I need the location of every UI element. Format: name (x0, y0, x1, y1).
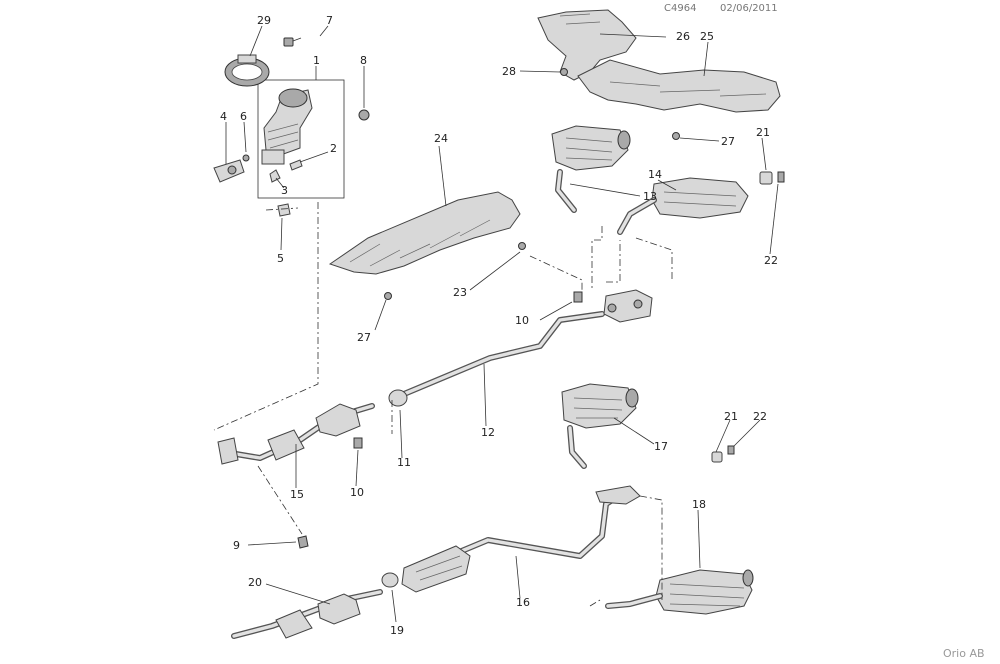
callout-5: 5 (277, 252, 284, 265)
lower-pipe-clamp-part (381, 572, 399, 588)
shield-nut-part-2 (518, 242, 526, 250)
center-heat-shield (328, 191, 526, 300)
shield-nut-part (384, 292, 392, 300)
callout-7: 7 (326, 14, 333, 27)
gasket-part (297, 535, 309, 549)
pipe-clamp-part (388, 389, 408, 407)
callout-14: 14 (648, 168, 662, 181)
callout-22-upper: 22 (764, 254, 778, 267)
leader-lines (225, 25, 779, 623)
callout-27-left: 27 (357, 331, 371, 344)
callout-12: 12 (481, 426, 495, 439)
footer-brand: Orio AB (943, 647, 985, 660)
support-bracket-part (277, 203, 291, 217)
pipe-hanger-part (573, 291, 583, 303)
lower-front-silencer (561, 383, 735, 469)
callout-24: 24 (434, 132, 448, 145)
lower-pipe-system (231, 485, 641, 639)
callout-29: 29 (257, 14, 271, 27)
callout-13: 13 (643, 190, 657, 203)
mid-pipe-assembly (388, 289, 653, 407)
flange-gasket-part (213, 154, 250, 183)
callout-1: 1 (313, 54, 320, 67)
callout-numbers: 29 7 1 8 2 4 6 3 5 24 23 27 10 12 11 10 … (220, 14, 778, 637)
callout-2: 2 (330, 142, 337, 155)
assembly-bracket-box (257, 79, 345, 199)
rubber-hanger-part (759, 171, 773, 185)
upper-rear-silencer (551, 125, 785, 235)
callout-10-upper: 10 (515, 314, 529, 327)
bracket-axis (265, 207, 299, 211)
callout-22-lower: 22 (753, 410, 767, 423)
callout-23: 23 (453, 286, 467, 299)
lower-rear-silencer (605, 569, 754, 615)
callout-20: 20 (248, 576, 262, 589)
callout-9: 9 (233, 539, 240, 552)
callout-10-lower: 10 (350, 486, 364, 499)
callout-26: 26 (676, 30, 690, 43)
callout-16: 16 (516, 596, 530, 609)
callout-21-upper: 21 (756, 126, 770, 139)
lower-hanger-clip-part (727, 445, 735, 455)
callout-28: 28 (502, 65, 516, 78)
clamp-ring-part (224, 54, 270, 87)
manifold-converter-part (261, 88, 313, 165)
callout-6: 6 (240, 110, 247, 123)
callout-18: 18 (692, 498, 706, 511)
front-pipe-converter (217, 403, 375, 549)
bolt-part (283, 37, 302, 47)
callout-15: 15 (290, 488, 304, 501)
callout-27-right: 27 (721, 135, 735, 148)
stud-part (269, 169, 281, 183)
callout-4: 4 (220, 110, 227, 123)
rear-heat-shields (537, 9, 781, 140)
callout-3: 3 (281, 184, 288, 197)
hanger-clip-part (777, 171, 785, 183)
shield-nut-part-4 (672, 132, 680, 140)
diagram-code: C4964 (664, 3, 697, 14)
nut-part (358, 109, 370, 121)
callout-19: 19 (390, 624, 404, 637)
lower-rubber-hanger-part (711, 451, 723, 463)
callout-8: 8 (360, 54, 367, 67)
front-hanger-part (353, 437, 363, 449)
callout-21-lower: 21 (724, 410, 738, 423)
manifold-assembly (213, 37, 370, 217)
diagram-date: 02/06/2011 (720, 3, 778, 14)
assembly-dash-lines (213, 202, 673, 607)
callout-17: 17 (654, 440, 668, 453)
callout-25: 25 (700, 30, 714, 43)
heat-shield-bracket-part (289, 159, 303, 171)
shield-nut-part-3 (560, 68, 568, 76)
callout-11: 11 (397, 456, 411, 469)
